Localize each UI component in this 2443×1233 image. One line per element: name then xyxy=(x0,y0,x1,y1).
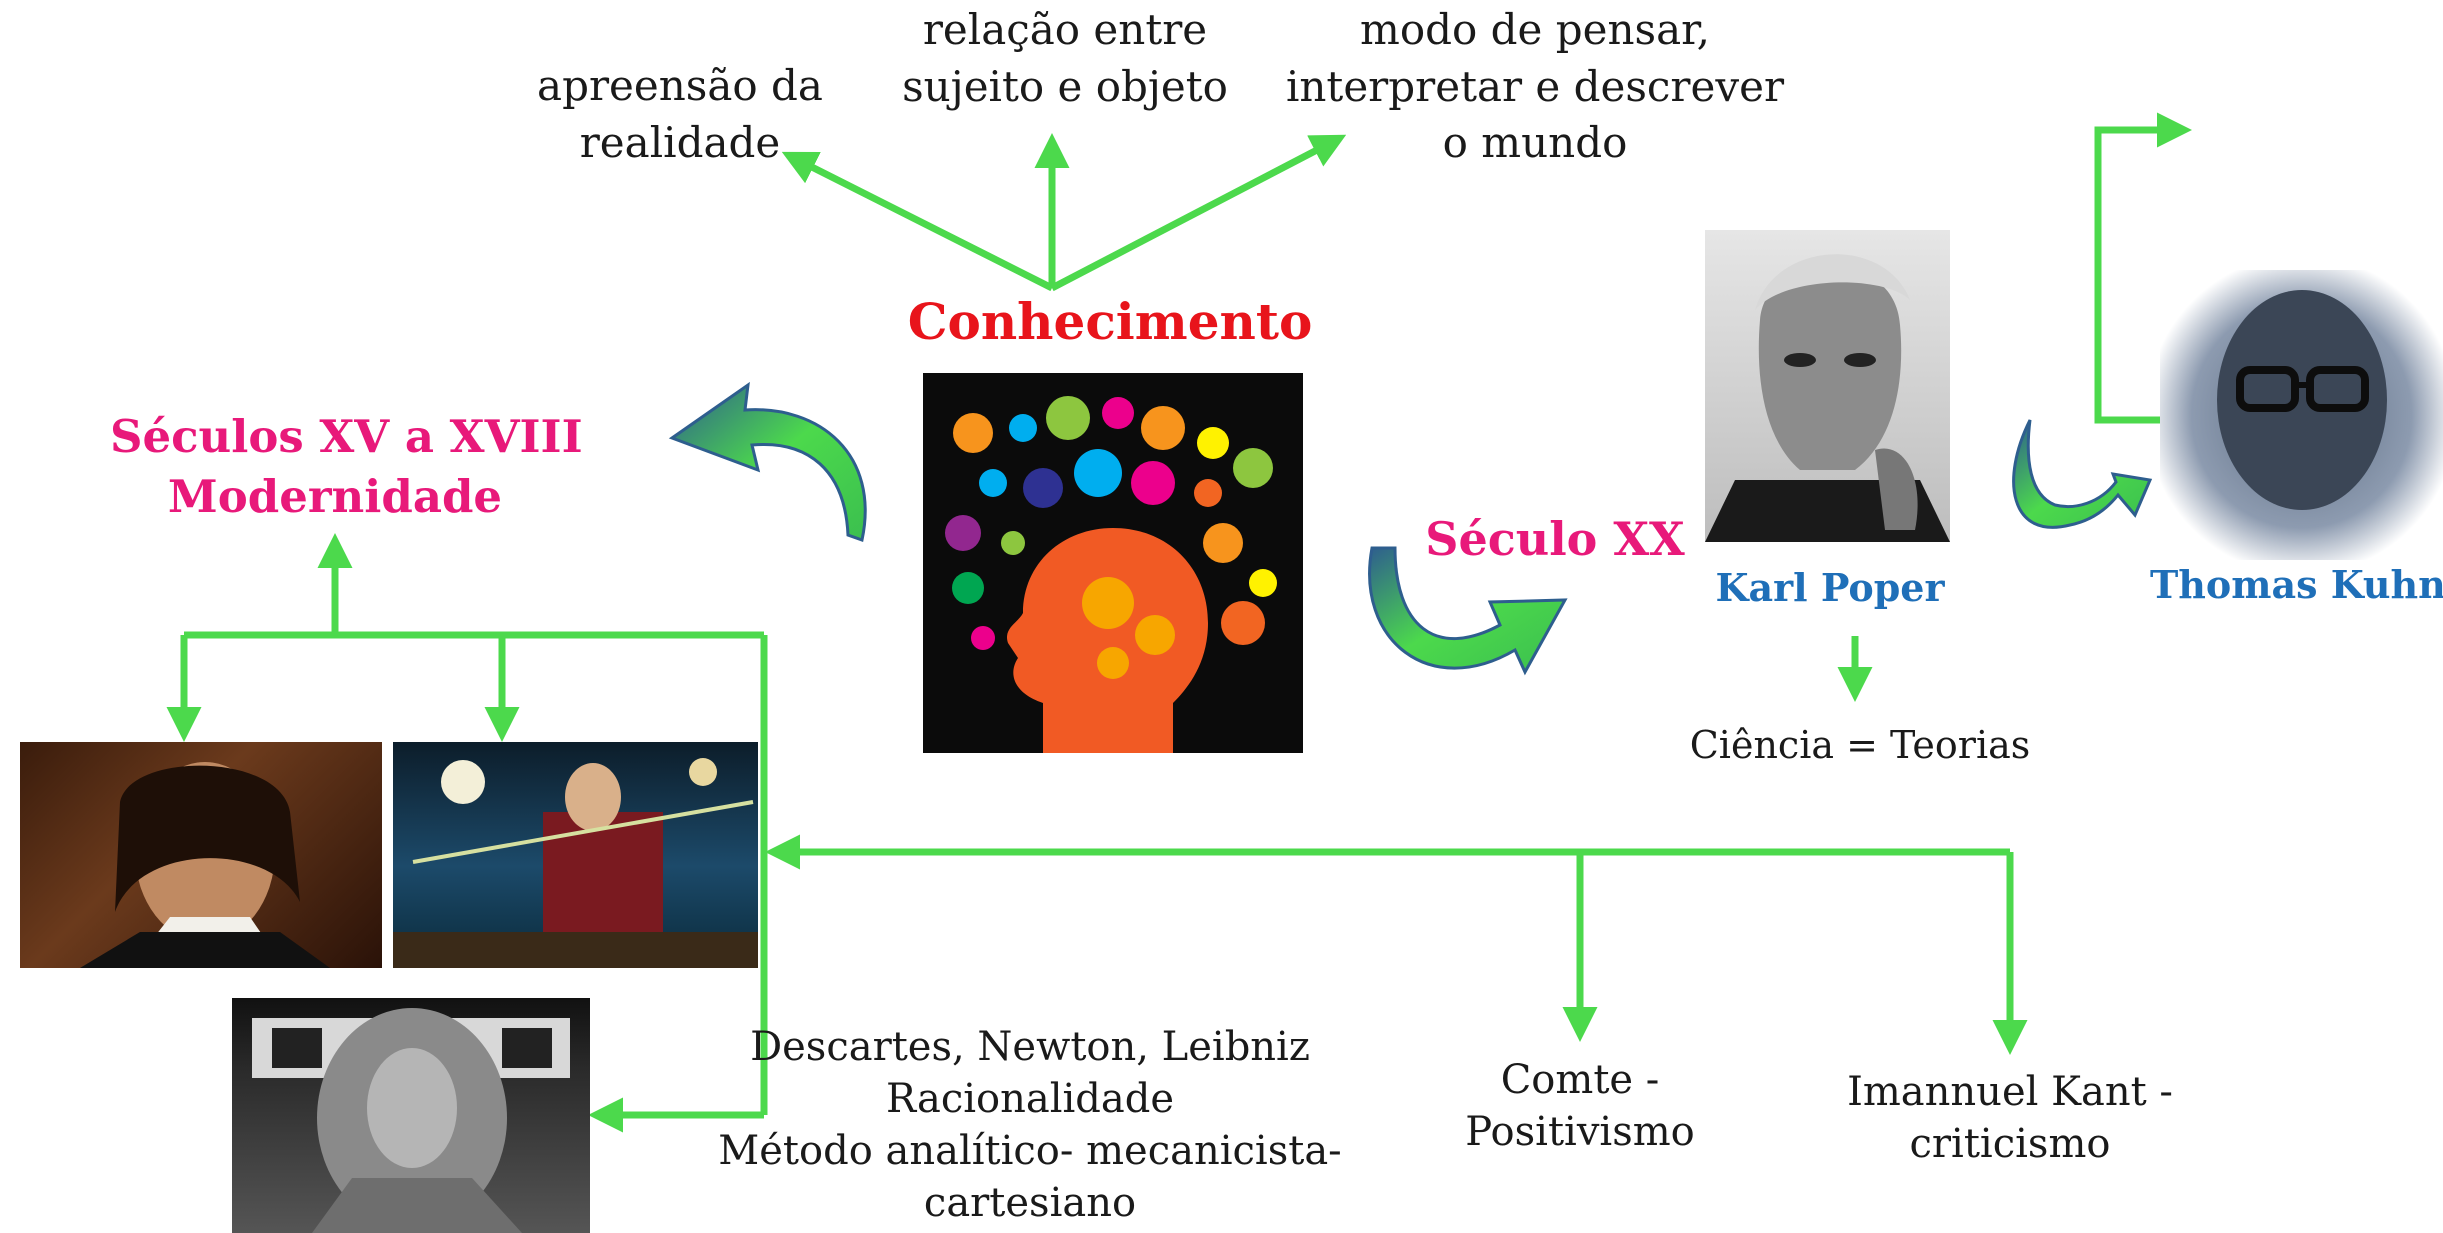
thomas-kuhn-name: Thomas Kuhn xyxy=(2150,562,2443,607)
kant-line1: Imannuel Kant - xyxy=(1847,1069,2173,1115)
gear-icon xyxy=(1135,615,1175,655)
gear-icon xyxy=(1082,577,1134,629)
comte-line1: Comte - xyxy=(1500,1057,1660,1103)
branch-apprehension: apreensão da realidade xyxy=(537,61,823,167)
newton-painting xyxy=(393,742,758,968)
poper-caption: Ciência = Teorias xyxy=(1689,723,2031,767)
karl-poper-photo xyxy=(1705,230,1950,542)
branch-mode: modo de pensar, interpretar e descrever … xyxy=(1285,5,1785,168)
twentieth-century-label: Século XX xyxy=(1425,512,1685,566)
comte-line2: Positivismo xyxy=(1465,1109,1695,1155)
gear-icon xyxy=(1097,647,1129,679)
kant-line2: criticismo xyxy=(1909,1121,2111,1167)
center-title: Conhecimento xyxy=(907,292,1313,351)
branch-relation: relação entre sujeito e objeto xyxy=(902,5,1228,111)
curved-arrow-to-twentieth xyxy=(1368,546,1568,676)
head-silhouette-icon xyxy=(1006,528,1208,753)
rationality-line2: Racionalidade xyxy=(885,1076,1175,1122)
arrow-kuhn-elbow xyxy=(2094,112,2200,424)
knowledge-branch-arrows xyxy=(781,133,1347,292)
arrow-to-mode xyxy=(1050,134,1347,292)
arrow-to-apprehension xyxy=(781,151,1054,292)
knowledge-head-image xyxy=(923,373,1303,753)
modernity-tree xyxy=(166,533,768,1133)
curved-arrow-to-modernity xyxy=(668,381,867,542)
leibniz-statue xyxy=(232,998,590,1233)
rationality-line3: Método analítico- mecanicista- xyxy=(718,1128,1342,1174)
modernity-line1: Séculos XV a XVIII xyxy=(110,410,583,463)
karl-poper-name: Karl Poper xyxy=(1715,565,1945,610)
bottom-tree xyxy=(765,834,2028,1055)
rationality-line1: Descartes, Newton, Leibniz xyxy=(750,1024,1310,1070)
descartes-portrait xyxy=(20,742,382,968)
thomas-kuhn-photo xyxy=(2160,270,2443,560)
rationality-line4: cartesiano xyxy=(923,1180,1137,1226)
modernity-line2: Modernidade xyxy=(167,470,503,523)
curved-arrow-to-kuhn xyxy=(2012,419,2153,529)
